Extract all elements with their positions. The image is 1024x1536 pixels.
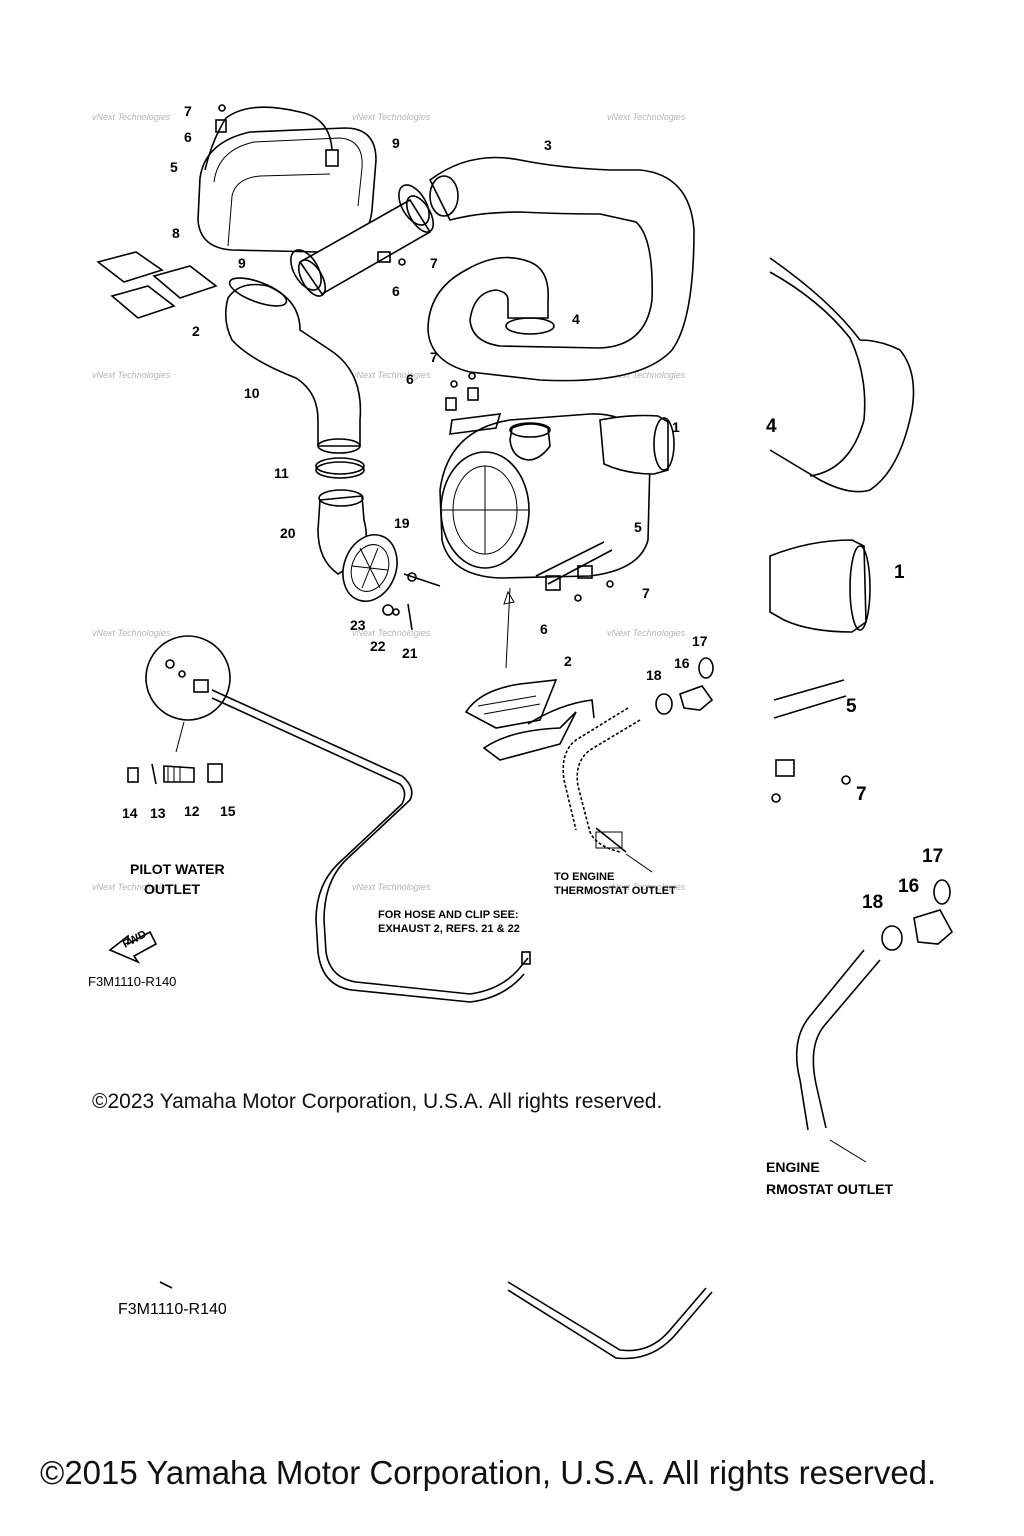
hose-clip-note: EXHAUST 2, REFS. 21 & 22 xyxy=(378,923,520,935)
watermark: vNext Technologies xyxy=(352,882,431,892)
zoomed-overlay xyxy=(159,257,954,1360)
callout-20: 20 xyxy=(280,525,296,541)
to-engine-label: TO ENGINE xyxy=(554,871,614,883)
callout-23: 23 xyxy=(350,617,366,633)
fittings-16-18 xyxy=(655,657,714,715)
callout-13: 13 xyxy=(150,805,166,821)
strap-assembly-top xyxy=(204,104,339,171)
top-duct xyxy=(427,156,695,382)
watermark: vNext Technologies xyxy=(607,882,686,892)
pilot-water-outlet-label: OUTLET xyxy=(144,881,200,897)
deck-mats xyxy=(464,679,595,761)
zoom-callout-5: 5 xyxy=(846,696,857,717)
callout-14: 14 xyxy=(122,805,138,821)
callout-6: 6 xyxy=(184,129,192,145)
copyright-2023: ©2023 Yamaha Motor Corporation, U.S.A. A… xyxy=(92,1090,662,1113)
watermark-layer: vNext Technologies vNext Technologies vN… xyxy=(92,112,686,892)
bracket-set-top xyxy=(445,372,502,435)
callout-9: 9 xyxy=(392,135,400,151)
watermark: vNext Technologies xyxy=(607,370,686,380)
callout-21: 21 xyxy=(402,645,418,661)
zoom-engine-label: RMOSTAT OUTLET xyxy=(766,1181,893,1197)
fwd-arrow-icon: FWD xyxy=(108,928,158,964)
zoom-callout-layer: 4 1 5 7 17 16 18 xyxy=(766,416,943,913)
callout-1: 1 xyxy=(672,419,680,435)
watermark: vNext Technologies xyxy=(92,628,171,638)
zoom-engine-label: ENGINE xyxy=(766,1159,820,1175)
callout-9: 9 xyxy=(238,255,246,271)
zoom-callout-4: 4 xyxy=(766,416,777,437)
hose-clamp-11 xyxy=(315,457,365,479)
strap-set-bottom xyxy=(535,541,614,602)
zoom-callout-18: 18 xyxy=(862,892,883,913)
callout-7: 7 xyxy=(430,255,438,271)
callout-17: 17 xyxy=(692,633,708,649)
hose-thermostat xyxy=(562,707,641,853)
callout-6: 6 xyxy=(540,621,548,637)
pilot-water-tube xyxy=(211,689,531,1003)
notes-layer: PILOT WATER OUTLET TO ENGINE THERMOSTAT … xyxy=(88,861,893,1318)
callout-5: 5 xyxy=(170,159,178,175)
callout-10: 10 xyxy=(244,385,260,401)
zoom-callout-1: 1 xyxy=(894,562,905,583)
zoom-callout-16: 16 xyxy=(898,876,919,897)
watermark: vNext Technologies xyxy=(352,112,431,122)
flame-arrester-19 xyxy=(342,534,398,602)
watermark: vNext Technologies xyxy=(607,628,686,638)
zoom-callout-7: 7 xyxy=(856,784,867,805)
callout-7: 7 xyxy=(430,349,438,365)
pilot-water-outlet-label: PILOT WATER xyxy=(130,861,225,877)
callout-2: 2 xyxy=(564,653,572,669)
intake-tube xyxy=(290,184,435,297)
to-engine-label: THERMOSTAT OUTLET xyxy=(554,885,676,897)
callout-2: 2 xyxy=(192,323,200,339)
callout-6: 6 xyxy=(406,371,414,387)
watermark: vNext Technologies xyxy=(352,370,431,380)
bolts-21-23 xyxy=(382,572,441,631)
zoom-callout-17: 17 xyxy=(922,846,943,867)
callout-8: 8 xyxy=(172,225,180,241)
callout-22: 22 xyxy=(370,638,386,654)
callout-7: 7 xyxy=(642,585,650,601)
watermark: vNext Technologies xyxy=(607,112,686,122)
pilot-parts-12-15 xyxy=(127,763,223,785)
callout-15: 15 xyxy=(220,803,236,819)
fwd-label: FWD xyxy=(121,928,149,950)
pilot-water-detail xyxy=(145,635,231,753)
callout-4: 4 xyxy=(572,311,580,327)
callout-7: 7 xyxy=(184,103,192,119)
callout-3: 3 xyxy=(544,137,552,153)
air-silencer xyxy=(439,413,675,579)
callout-5: 5 xyxy=(634,519,642,535)
foam-pads xyxy=(96,251,218,319)
diagram-ref: F3M1110-R140 xyxy=(88,974,176,989)
callout-18: 18 xyxy=(646,667,662,683)
watermark: vNext Technologies xyxy=(352,628,431,638)
callout-layer: 7 6 5 8 2 9 9 3 7 6 4 10 7 6 1 11 19 20 … xyxy=(122,103,708,821)
callout-16: 16 xyxy=(674,655,690,671)
elbow-duct xyxy=(224,277,362,454)
watermark: vNext Technologies xyxy=(92,112,171,122)
callout-11: 11 xyxy=(274,465,289,481)
watermark: vNext Technologies xyxy=(92,882,171,892)
callout-6: 6 xyxy=(392,283,400,299)
callout-19: 19 xyxy=(394,515,410,531)
air-box-cover xyxy=(197,127,377,253)
watermark: vNext Technologies xyxy=(92,370,171,380)
copyright-2015: ©2015 Yamaha Motor Corporation, U.S.A. A… xyxy=(40,1454,936,1491)
callout-12: 12 xyxy=(184,803,200,819)
hose-clip-note: FOR HOSE AND CLIP SEE: xyxy=(378,909,519,921)
diagram-ref-zoom: F3M1110-R140 xyxy=(118,1301,227,1318)
